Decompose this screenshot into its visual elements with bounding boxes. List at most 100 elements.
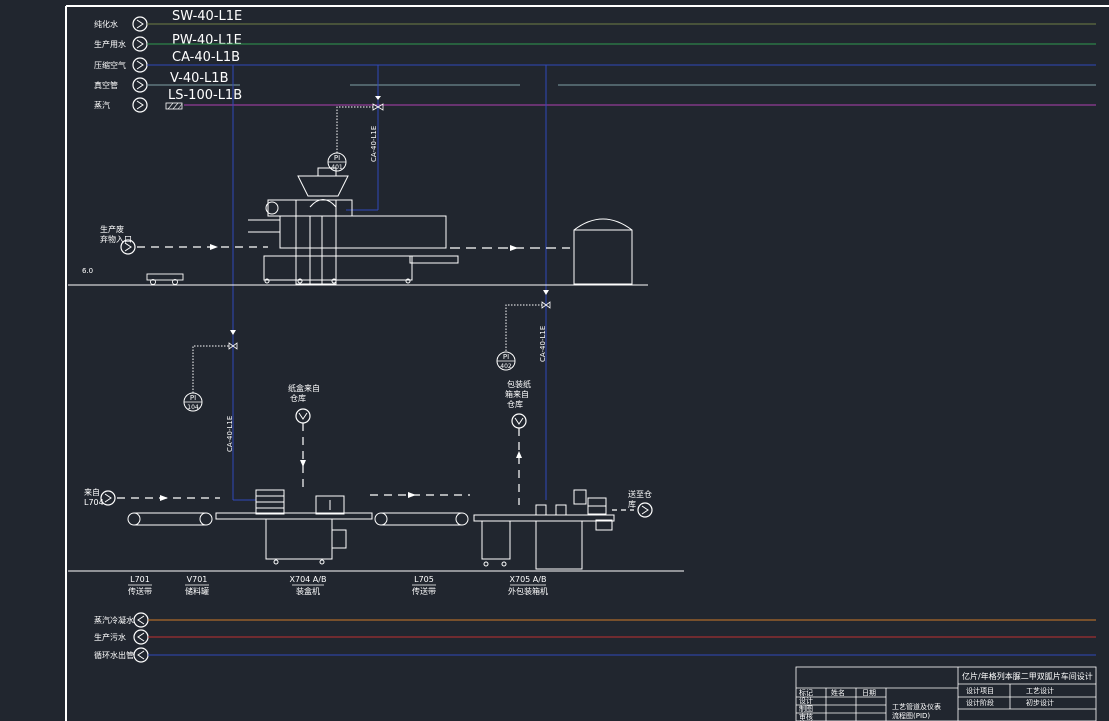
riser-label-3: CA-40-L1E <box>226 416 234 452</box>
connector-icon <box>133 612 149 628</box>
utility-name: 压缩空气 <box>94 60 126 70</box>
svg-text:包装纸: 包装纸 <box>507 379 531 389</box>
utility-header-pw: 生产用水 PW-40-L1E <box>94 33 1096 52</box>
svg-text:402: 402 <box>500 363 512 370</box>
conveyor-l701 <box>127 512 213 526</box>
svg-text:传送带: 传送带 <box>412 586 436 596</box>
svg-text:X704 A/B: X704 A/B <box>290 575 327 584</box>
impulse-lines <box>192 106 542 393</box>
title-block <box>795 666 1097 721</box>
line-tag: SW-40-L1E <box>172 9 242 24</box>
return-header-sewage: 生产污水 <box>94 629 1096 645</box>
svg-text:L704: L704 <box>84 498 104 507</box>
connector-icon <box>295 408 311 424</box>
svg-text:设计阶段: 设计阶段 <box>966 698 994 707</box>
connector-icon <box>133 629 149 645</box>
utility-name: 蒸汽 <box>94 100 110 110</box>
equipment-label-x705: X705 A/B 外包装箱机 <box>508 575 548 596</box>
connector-icon <box>132 77 148 93</box>
utility-header-sw: 纯化水 SW-40-L1E <box>94 9 1096 32</box>
svg-text:401: 401 <box>331 164 343 171</box>
drawing-title-1: 工艺管道及仪表 <box>892 702 941 711</box>
connector-icon <box>132 57 148 73</box>
storage-tank <box>573 218 633 285</box>
wrap-supply-connector: 包装纸 箱来自 仓库 <box>505 379 531 505</box>
connector-icon <box>120 239 136 255</box>
svg-text:104: 104 <box>187 404 199 411</box>
svg-text:纸盒来自: 纸盒来自 <box>288 383 320 393</box>
utility-header-ls: 蒸汽 LS-100-L1B <box>94 88 1096 113</box>
riser-label-2: CA-40-L1E <box>539 326 547 362</box>
svg-text:来自: 来自 <box>84 487 100 497</box>
utility-header-v: 真空管 V-40-L1B <box>94 71 1096 93</box>
svg-text:循环水出管: 循环水出管 <box>94 650 134 660</box>
svg-text:箱来自: 箱来自 <box>505 389 529 399</box>
svg-text:PI: PI <box>503 353 509 361</box>
equipment-label-l701: L701 传送带 <box>128 575 152 596</box>
svg-text:装盒机: 装盒机 <box>296 586 320 596</box>
utility-name: 生产用水 <box>94 39 126 49</box>
return-header-condensate: 蒸汽冷凝水 <box>94 612 1096 628</box>
utility-header-ca: 压缩空气 CA-40-L1B <box>94 50 1096 73</box>
svg-text:仓库: 仓库 <box>507 399 523 409</box>
svg-text:储料罐: 储料罐 <box>185 586 209 596</box>
svg-text:L701: L701 <box>130 575 150 584</box>
return-header-cooling: 循环水出管 <box>94 647 1096 663</box>
hatch-symbol <box>165 102 183 110</box>
instrument-pi-401: PI 401 <box>327 152 347 172</box>
svg-text:X705 A/B: X705 A/B <box>510 575 547 584</box>
carton-supply-connector: 纸盒来自 仓库 <box>288 383 320 490</box>
utility-name: 纯化水 <box>94 19 118 29</box>
compressed-air-risers <box>232 65 547 501</box>
svg-text:标记: 标记 <box>799 688 813 697</box>
cart-icon <box>146 273 184 285</box>
svg-text:工艺设计: 工艺设计 <box>1026 686 1054 695</box>
connector-icon <box>511 413 527 429</box>
connector-icon <box>100 490 116 506</box>
svg-text:PI: PI <box>334 154 340 162</box>
line-tag: CA-40-L1B <box>172 50 240 65</box>
svg-text:外包装箱机: 外包装箱机 <box>508 586 548 596</box>
connector-icon <box>637 502 653 518</box>
riser-label-1: CA-40-L1E <box>370 126 378 162</box>
connector-icon <box>133 647 149 663</box>
svg-text:审核: 审核 <box>799 712 813 721</box>
svg-text:L705: L705 <box>414 575 434 584</box>
packing-machine-x705 <box>473 489 615 570</box>
line-tag: V-40-L1B <box>170 71 229 86</box>
drawing-title-2: 流程图(PID) <box>892 711 930 720</box>
svg-text:设计: 设计 <box>799 696 813 705</box>
svg-text:设计项目: 设计项目 <box>966 686 994 695</box>
from-l704-connector: 来自 L704 <box>84 487 116 507</box>
instrument-pi-402: PI 402 <box>496 351 516 371</box>
svg-text:生产废: 生产废 <box>100 224 124 234</box>
svg-text:传送带: 传送带 <box>128 586 152 596</box>
svg-text:PI: PI <box>190 394 196 402</box>
connector-icon <box>132 36 148 52</box>
conveyor-l705 <box>374 512 469 526</box>
svg-text:生产污水: 生产污水 <box>94 632 126 642</box>
floor-level: 6.0 <box>82 267 93 275</box>
svg-text:初步设计: 初步设计 <box>1026 698 1054 707</box>
svg-text:库: 库 <box>628 499 636 509</box>
equipment-label-l705: L705 传送带 <box>412 575 436 596</box>
carton-machine-x704 <box>215 489 373 565</box>
equipment-label-v701: V701 储料罐 <box>185 575 209 596</box>
svg-text:蒸汽冷凝水: 蒸汽冷凝水 <box>94 615 134 625</box>
to-warehouse-connector: 送至仓 库 <box>628 489 653 518</box>
svg-text:日期: 日期 <box>862 689 876 697</box>
svg-text:送至仓: 送至仓 <box>628 489 652 499</box>
title-block-project: 亿片/年格列本脲二甲双胍片车间设计 <box>962 671 1093 681</box>
svg-text:V701: V701 <box>187 575 208 584</box>
upper-processing-machine <box>248 167 459 285</box>
instrument-pi-104: PI 104 <box>183 392 203 412</box>
svg-text:校对: 校对 <box>799 719 813 721</box>
utility-name: 真空管 <box>94 80 118 90</box>
line-tag: LS-100-L1B <box>168 88 242 103</box>
svg-text:姓名: 姓名 <box>831 688 845 697</box>
svg-text:弃物入口: 弃物入口 <box>100 234 132 244</box>
svg-text:制图: 制图 <box>799 704 813 713</box>
waste-inlet-connector: 生产废 弃物入口 <box>100 224 136 255</box>
valve-icon <box>228 103 551 350</box>
